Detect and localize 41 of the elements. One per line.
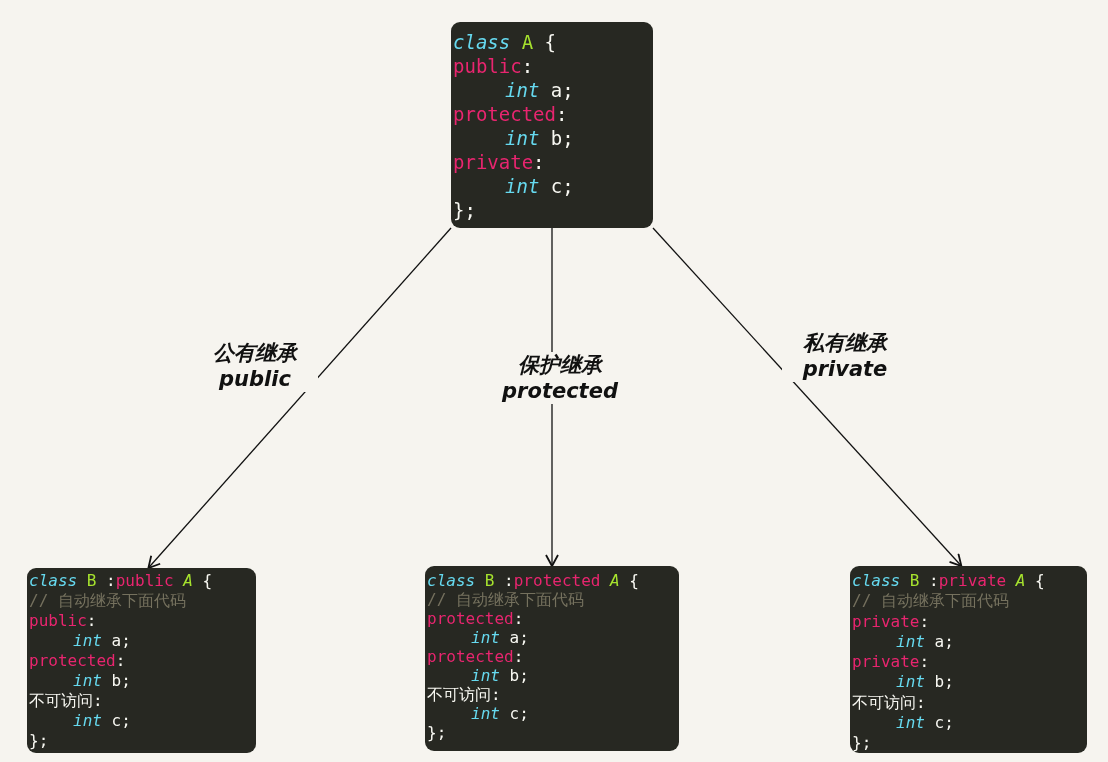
code-line: }; [427, 723, 447, 742]
code-line: int b; [470, 666, 529, 685]
code-line: protected: [29, 651, 126, 671]
code-line: }; [29, 731, 49, 751]
code-line: int b; [72, 671, 131, 691]
code-line: int c; [72, 711, 131, 731]
code-line: class B :public A { [29, 571, 213, 591]
code-line: int c; [895, 713, 954, 734]
arrow [147, 227, 452, 569]
code-line: int c; [504, 174, 574, 198]
code-line: // 自动继承下面代码 [29, 591, 186, 611]
code-line: int c; [470, 704, 529, 723]
code-box [850, 566, 1087, 753]
code-line: class A { [453, 30, 556, 54]
code-line: int a; [72, 631, 131, 651]
code-line: // 自动继承下面代码 [427, 590, 584, 609]
code-line: // 自动继承下面代码 [852, 591, 1009, 612]
code-line: }; [852, 733, 872, 754]
code-line: 不可访问: [427, 685, 501, 704]
code-line: protected: [453, 102, 568, 126]
code-line: public: [453, 54, 534, 78]
code-line: }; [453, 198, 476, 222]
code-line: public: [29, 611, 97, 631]
code-box [451, 22, 653, 228]
code-line: int b; [895, 672, 954, 693]
arrow [652, 227, 963, 567]
code-line: protected: [427, 647, 524, 666]
code-line: class B :private A { [852, 571, 1045, 592]
code-line: int a; [895, 631, 954, 653]
code-line: class B :protected A { [427, 571, 639, 590]
code-line: int a; [470, 628, 529, 647]
code-line: 不可访问: [852, 692, 926, 714]
code-line: int a; [504, 78, 574, 102]
code-line: private: [852, 652, 930, 673]
code-line: int b; [504, 126, 574, 150]
code-box [27, 568, 256, 753]
code-line: 不可访问: [29, 691, 103, 711]
code-line: private: [852, 611, 930, 632]
code-line: protected: [427, 609, 524, 628]
code-box [425, 566, 679, 751]
code-line: private: [453, 150, 545, 174]
